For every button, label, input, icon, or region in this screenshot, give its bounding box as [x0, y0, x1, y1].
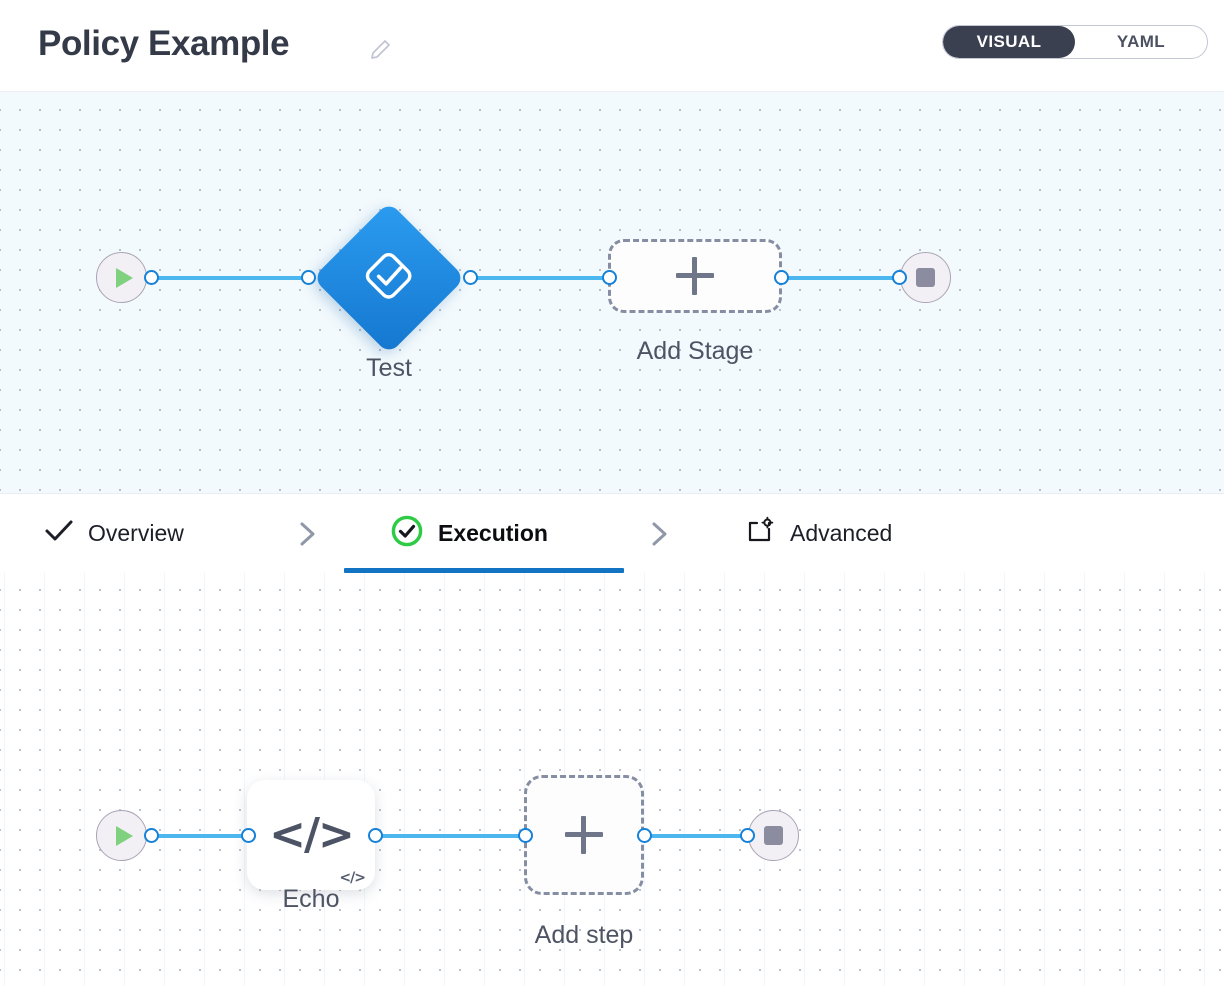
port-end-in[interactable]	[892, 270, 907, 285]
stop-icon	[916, 268, 935, 287]
toggle-yaml[interactable]: YAML	[1116, 32, 1166, 51]
stage-canvas[interactable]: Test Add Stage	[0, 92, 1224, 494]
add-step-button[interactable]	[524, 775, 644, 895]
code-badge-icon: </>	[339, 870, 366, 886]
edge-echo-to-addstep	[375, 834, 521, 838]
port-step-start-out[interactable]	[144, 828, 159, 843]
chevron-right-icon-2	[648, 494, 672, 573]
edge-test-to-addstage	[470, 276, 610, 280]
section-tabs: Overview Execution	[0, 494, 1224, 573]
port-addstep-out[interactable]	[637, 828, 652, 843]
port-addstage-in[interactable]	[602, 270, 617, 285]
port-echo-in[interactable]	[241, 828, 256, 843]
check-icon	[44, 518, 74, 549]
tab-execution[interactable]: Execution	[390, 494, 548, 573]
check-circle-icon	[390, 514, 424, 553]
plus-icon	[676, 257, 714, 295]
stage-node-test-label: Test	[366, 354, 412, 382]
tab-active-underline	[344, 568, 624, 573]
page-title: Policy Example	[38, 24, 290, 63]
port-test-in[interactable]	[301, 270, 316, 285]
step-canvas[interactable]: </> </> Echo Add step	[0, 573, 1224, 986]
play-icon	[115, 267, 133, 288]
step-start-node[interactable]	[96, 810, 147, 861]
step-node-echo-label: Echo	[282, 885, 340, 913]
stage-start-node[interactable]	[96, 252, 147, 303]
port-test-out[interactable]	[463, 270, 478, 285]
edge-addstep-to-end	[644, 834, 748, 838]
edge-start-to-echo	[150, 834, 256, 838]
check-square-icon	[360, 247, 418, 310]
port-echo-out[interactable]	[368, 828, 383, 843]
add-stage-button[interactable]	[608, 239, 782, 313]
stop-icon	[764, 826, 783, 845]
plus-icon	[565, 816, 603, 854]
port-addstage-out[interactable]	[774, 270, 789, 285]
play-icon	[115, 825, 133, 846]
window-gear-icon	[744, 515, 776, 552]
tab-execution-label: Execution	[438, 520, 548, 546]
stage-node-test[interactable]	[312, 201, 466, 355]
tab-advanced-label: Advanced	[790, 520, 893, 546]
tab-overview-label: Overview	[88, 520, 184, 546]
port-start-out[interactable]	[144, 270, 159, 285]
edge-start-to-test	[150, 276, 316, 280]
step-end-node[interactable]	[748, 810, 799, 861]
step-node-echo[interactable]: </> </>	[247, 780, 375, 890]
tab-advanced[interactable]: Advanced	[744, 494, 892, 573]
page-header: Policy Example VISUAL YAML	[0, 0, 1224, 92]
port-step-end-in[interactable]	[740, 828, 755, 843]
pencil-icon[interactable]	[366, 36, 394, 64]
edge-addstage-to-end	[781, 276, 895, 280]
stage-end-node[interactable]	[900, 252, 951, 303]
port-addstep-in[interactable]	[518, 828, 533, 843]
toggle-visual[interactable]: VISUAL	[943, 26, 1075, 58]
add-stage-label: Add Stage	[636, 337, 754, 365]
add-step-label: Add step	[534, 921, 634, 949]
view-mode-toggle[interactable]: VISUAL YAML	[942, 25, 1208, 59]
code-icon: </>	[269, 809, 355, 860]
tab-overview[interactable]: Overview	[44, 494, 184, 573]
chevron-right-icon-1	[296, 494, 320, 573]
